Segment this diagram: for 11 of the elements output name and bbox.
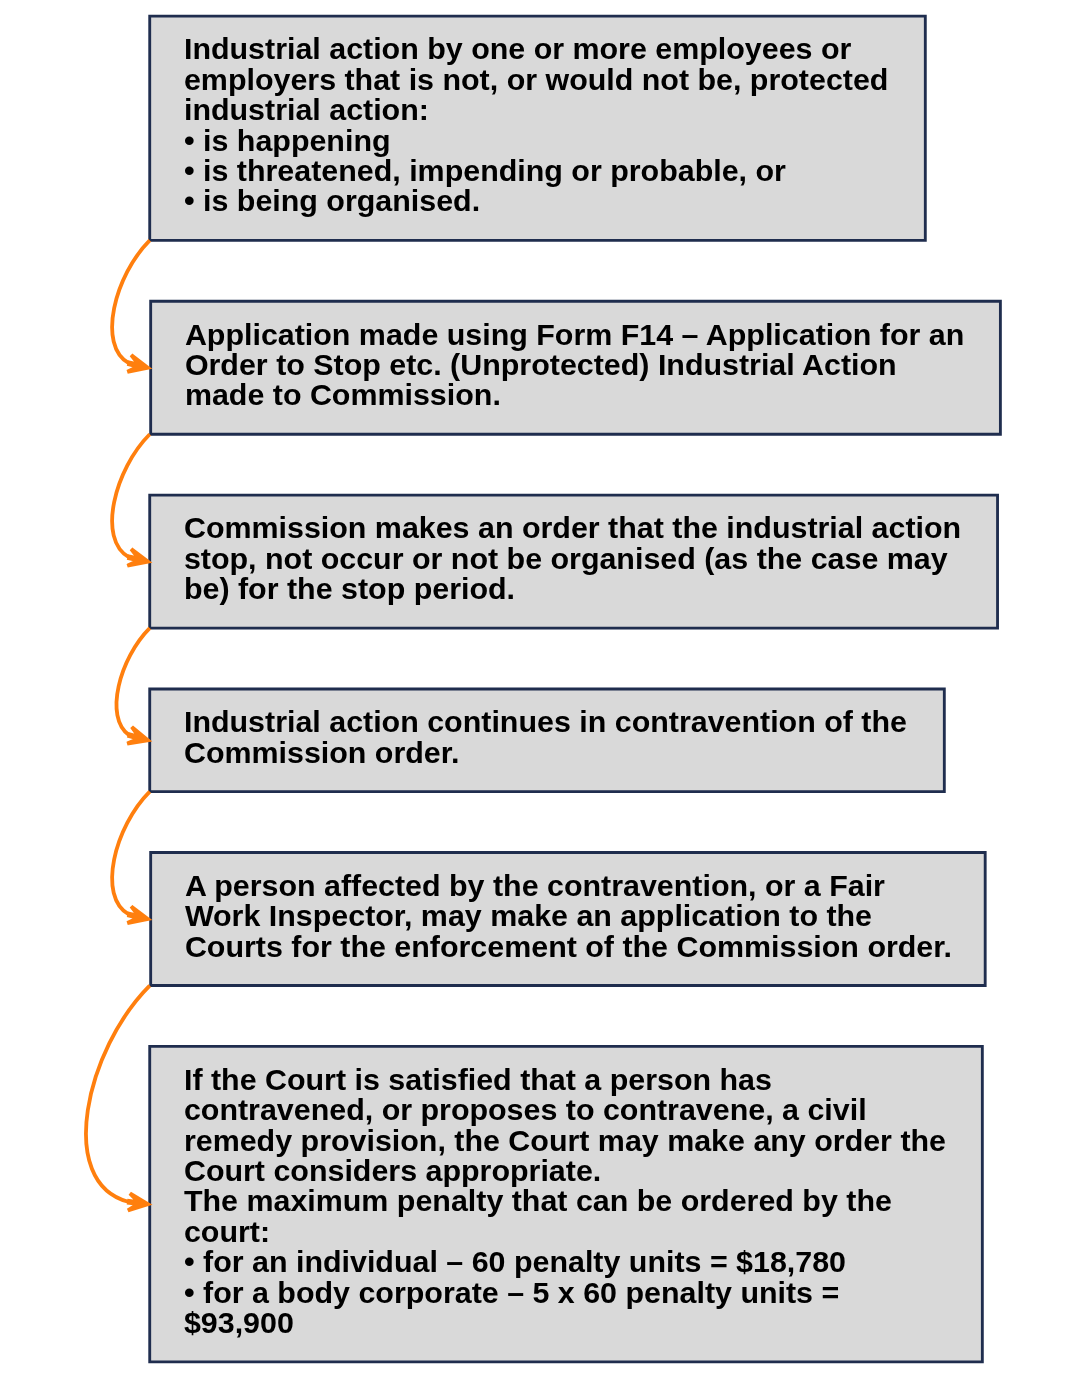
node-box: Industrial action continues in contravention of the Commission order. (147, 687, 946, 794)
node-box: A person affected by the contravention, or a Fair Work Inspector, may make an application to the Courts for the enforcement of the Commission order. (148, 851, 987, 987)
arrow (109, 790, 151, 925)
arrow (114, 626, 151, 746)
node-box: Industrial action by one or more employees or employers that is not, or would not be, protected industrial action: • is happening • is threatened, impending or probable, or • is being organised. (147, 14, 927, 242)
node-box: Commission makes an order that the industrial action stop, not occur or not be organised (as the case may be) for the stop period. (147, 493, 999, 630)
node-box: Application made using Form F14 – Application for an Order to Stop etc. (Unprotected) Industrial Action made to Commission. (148, 299, 1002, 436)
arrow (83, 984, 151, 1213)
arrow (109, 239, 151, 374)
node-box: If the Court is satisfied that a person has contravened, or proposes to contravene, a civil remedy provision, the Court may make any order the Court considers appropriate. The maximum penalty that can be ordered by the court: • for an individual – 60 penalty units = $18,780 • for a body corporate – 5 x 60 penalty units = $93,900 (147, 1044, 984, 1364)
arrow (109, 433, 151, 568)
